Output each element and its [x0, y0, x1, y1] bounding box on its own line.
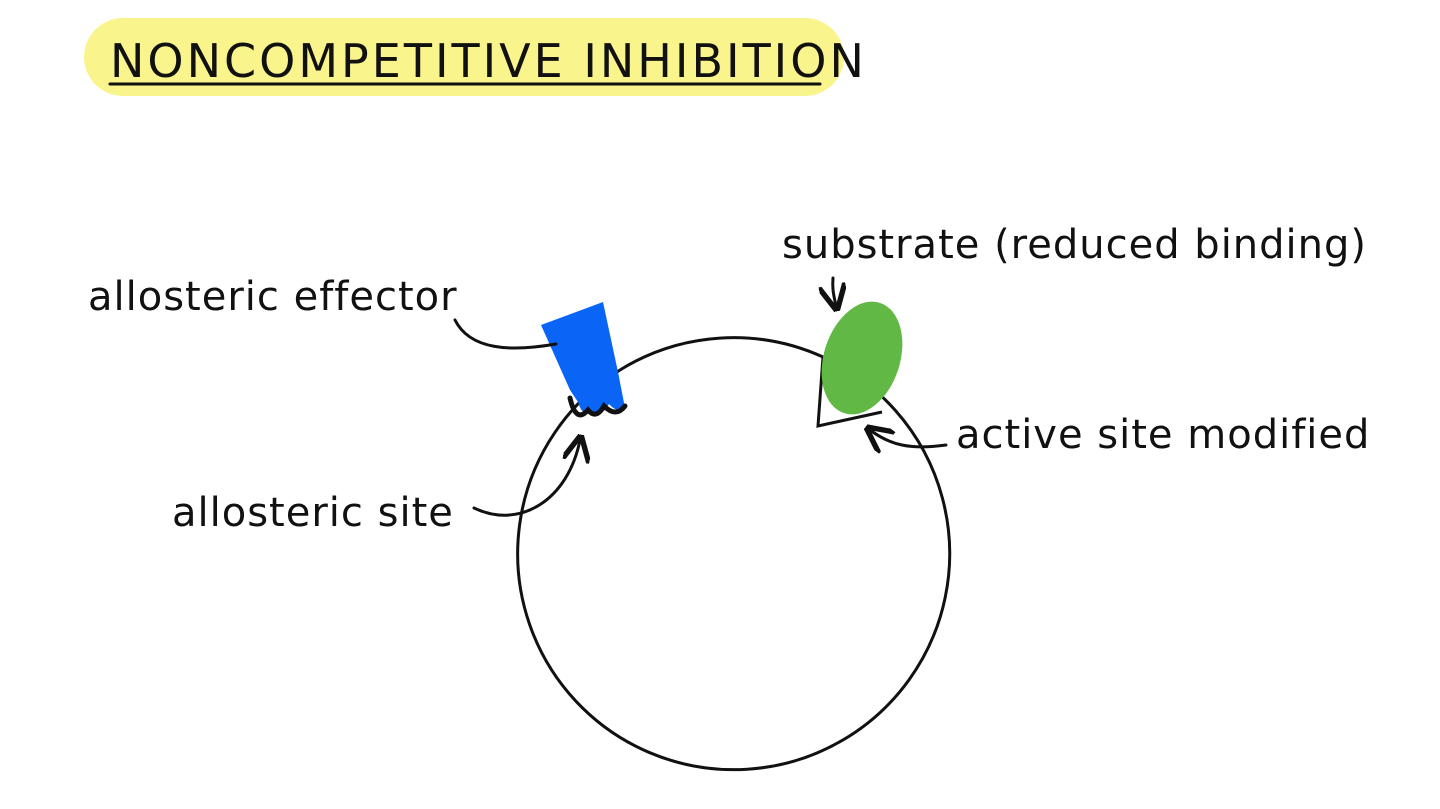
allosteric-effector-shape: [541, 302, 625, 414]
connector-allosteric-effector: [453, 318, 558, 350]
allosteric-site-outline: [567, 395, 628, 418]
enzyme-outline: [516, 355, 952, 772]
arrow-active-site: [870, 430, 948, 447]
diagram-title: NONCOMPETITIVE INHIBITION: [110, 34, 867, 88]
label-substrate: substrate (reduced binding): [782, 222, 1367, 268]
title-highlight: [84, 18, 844, 96]
label-allosteric-effector: allosteric effector: [88, 274, 458, 320]
label-active-site: active site modified: [956, 412, 1370, 458]
enzyme-top-arc: [619, 336, 824, 372]
substrate-shape: [821, 301, 903, 415]
arrow-substrate: [833, 276, 836, 306]
arrow-allosteric-site: [472, 440, 580, 517]
label-allosteric-site: allosteric site: [172, 490, 454, 536]
